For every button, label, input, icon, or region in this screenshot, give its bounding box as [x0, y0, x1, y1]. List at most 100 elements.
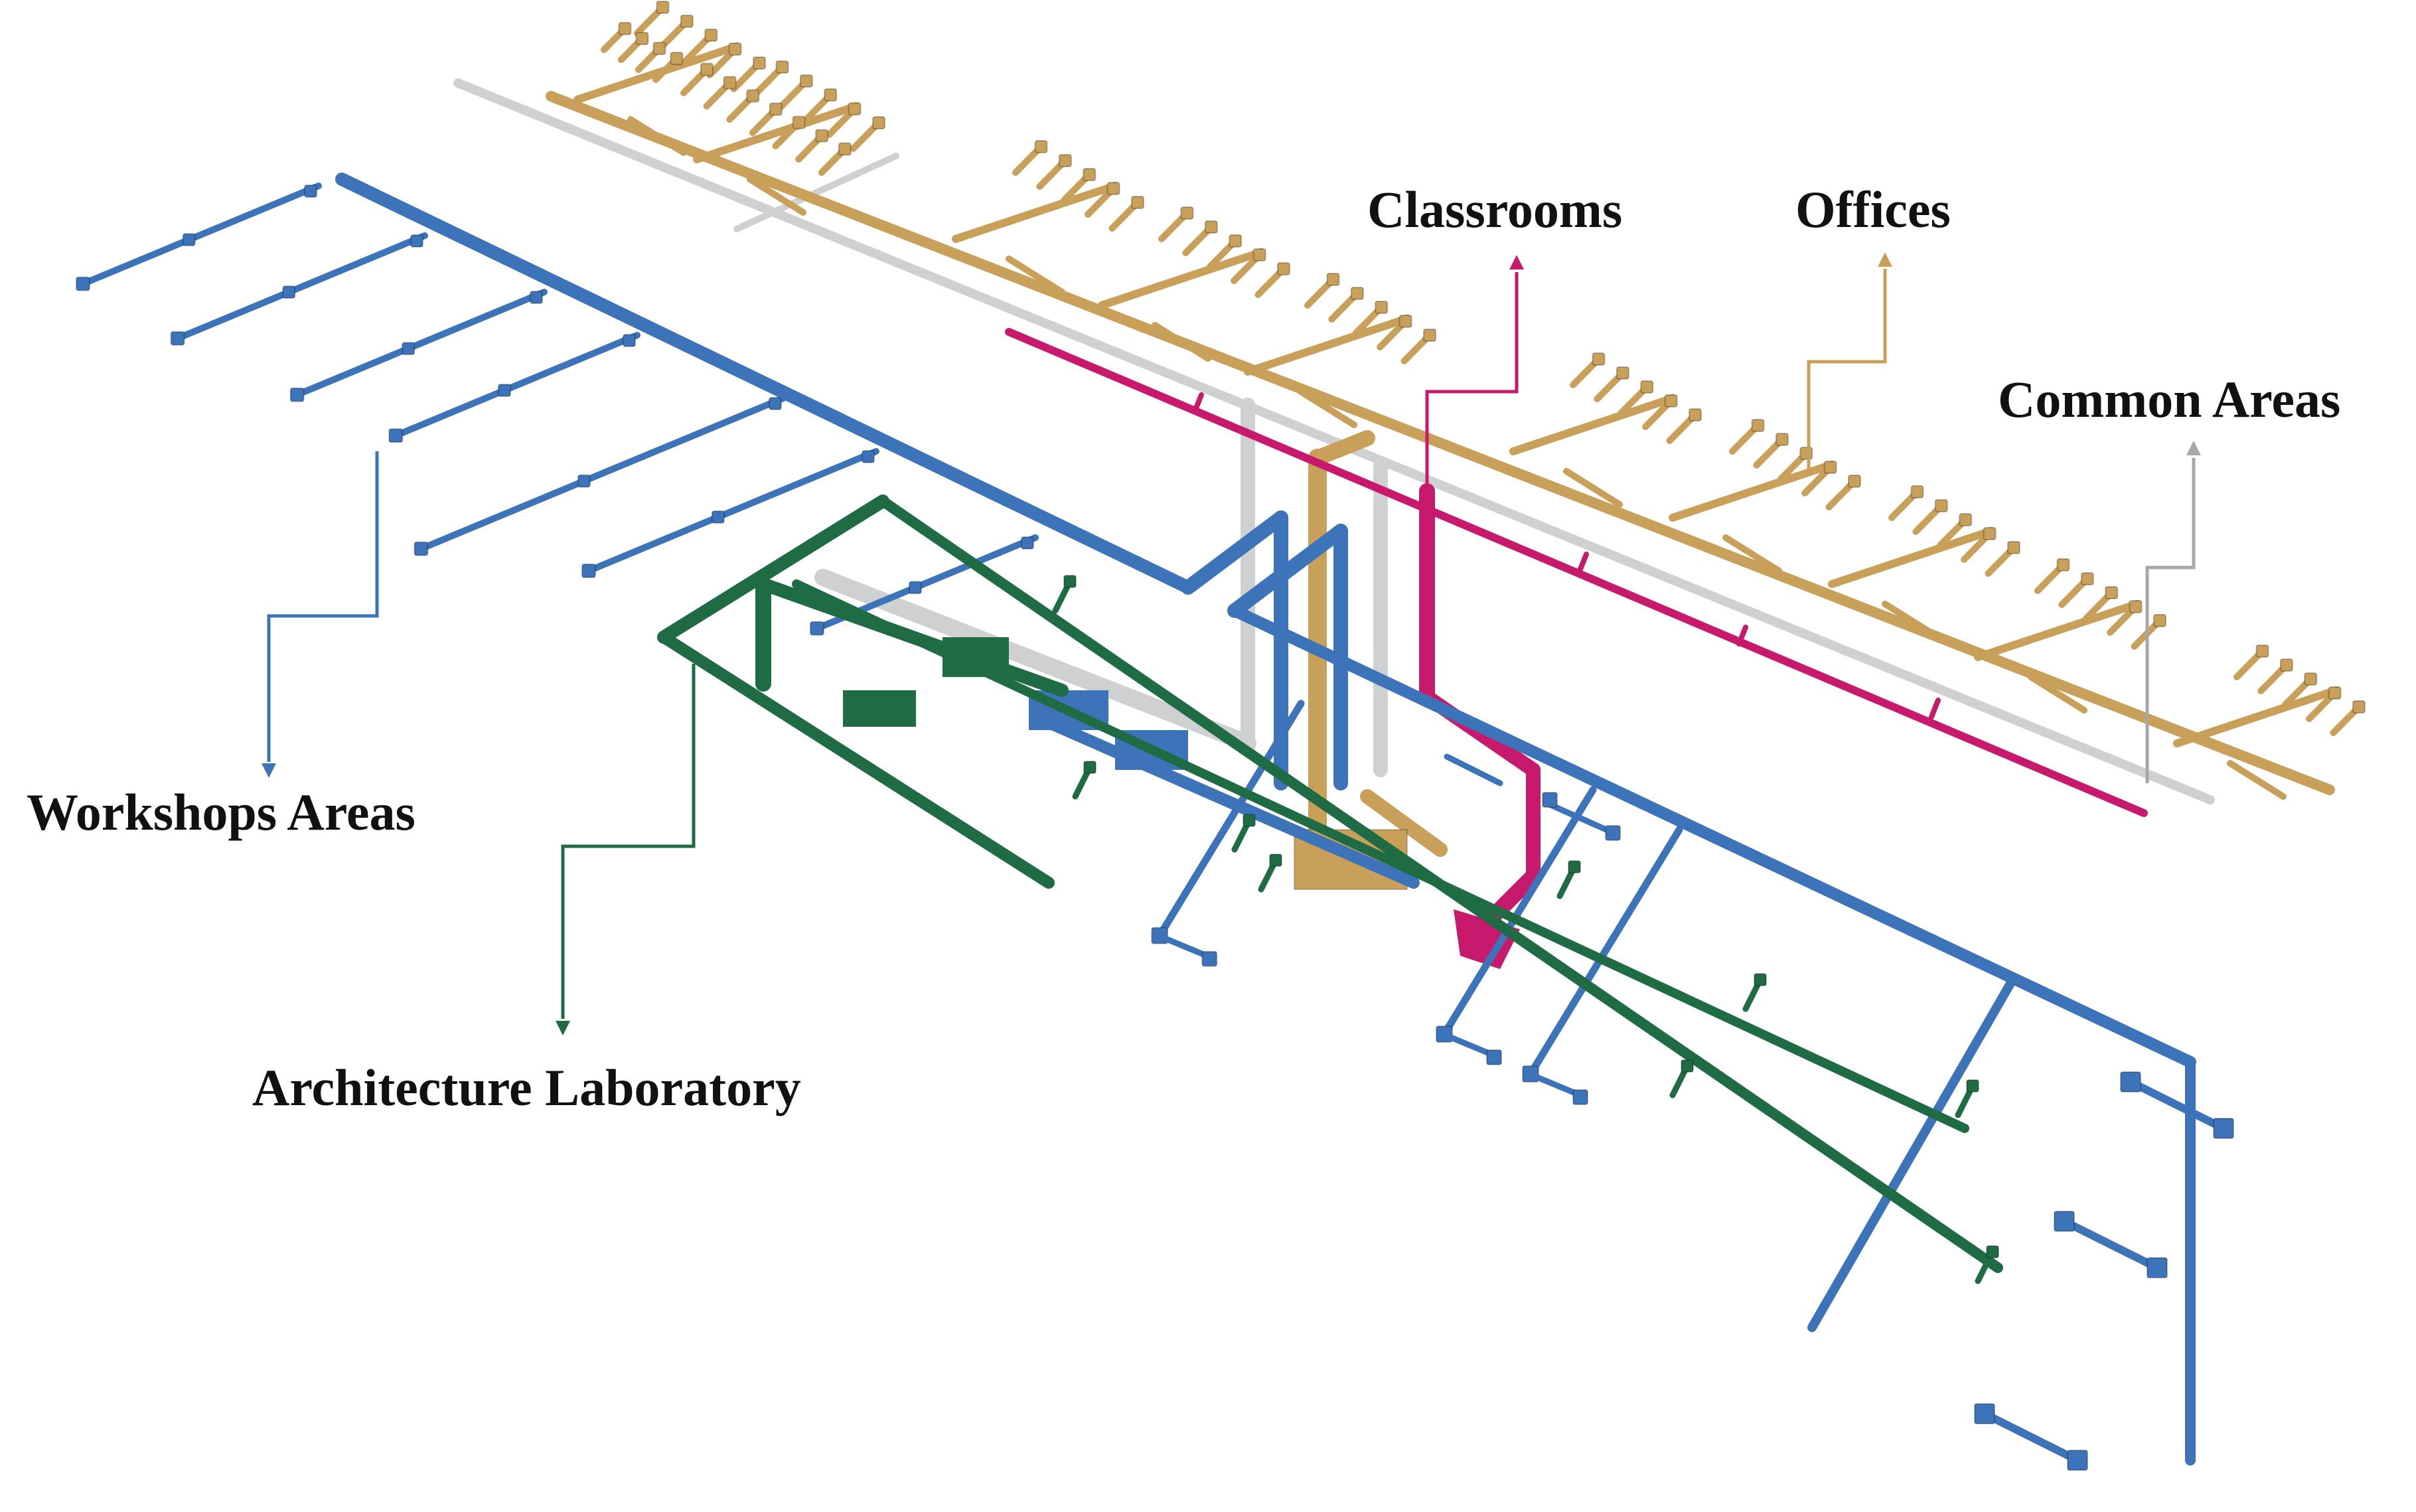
offices-stub: [1006, 256, 1065, 295]
classrooms-stub: [1192, 392, 1204, 414]
laboratory-diffuser: [1243, 814, 1256, 827]
offices-diffuser: [2056, 558, 2070, 571]
workshops-stub: [1444, 753, 1503, 787]
offices-diffuser: [618, 22, 632, 36]
offices-riser-base: [1360, 789, 1448, 857]
classrooms-stub: [1577, 552, 1589, 573]
offices-diffuser: [1083, 167, 1096, 181]
laboratory-diffuser: [1083, 761, 1096, 774]
offices-diffuser: [2352, 700, 2366, 714]
common-branch: [733, 153, 899, 232]
offices-cross-duct: [2173, 686, 2340, 747]
offices-stub: [2028, 674, 2087, 714]
offices-cross-duct: [1669, 461, 1836, 522]
workshops-diffuser: [711, 510, 725, 524]
offices-diffuser: [799, 74, 813, 88]
offices-stub: [1563, 468, 1623, 508]
laboratory-main-duct: [658, 631, 1055, 889]
laboratory-stub: [1975, 1251, 1995, 1284]
offices-diffuser: [848, 102, 862, 115]
offices-diffuser: [2279, 658, 2293, 672]
workshops-branch: [1527, 826, 1683, 1078]
workshops-diffuser: [497, 384, 511, 398]
offices-diffuser: [824, 88, 838, 102]
laboratory-stub: [1258, 860, 1278, 893]
workshops-duct: [1227, 524, 1348, 618]
offices-diffuser: [792, 115, 806, 129]
workshops-diffuser: [530, 291, 543, 304]
offices-cross-duct: [1828, 527, 1995, 588]
workshops-stub: [1448, 1034, 1494, 1057]
offices-diffuser: [1592, 352, 1606, 366]
offices-diffuser: [871, 115, 885, 129]
offices-diffuser: [700, 62, 714, 76]
offices-diffuser: [635, 32, 649, 46]
leader-offices: [1807, 269, 1887, 475]
offices-cross-duct: [693, 102, 860, 163]
workshops-branch: [293, 289, 548, 398]
laboratory-stub: [1556, 866, 1576, 899]
offices-diffuser: [1180, 206, 1194, 220]
arrowhead-architecture-laboratory: [556, 1021, 570, 1035]
laboratory-stub: [1052, 581, 1072, 614]
offices-diffuser: [769, 102, 783, 116]
offices-diffuser: [1775, 432, 1789, 446]
offices-diffuser: [746, 89, 760, 103]
offices-diffuser: [1640, 380, 1654, 394]
laboratory-stub: [1072, 767, 1092, 800]
offices-cross-duct: [1244, 315, 1411, 376]
offices-diffuser: [2129, 599, 2143, 613]
offices-diffuser: [1847, 474, 1861, 488]
offices-diffuser: [838, 142, 852, 156]
workshops-diffuser: [410, 234, 423, 248]
offices-diffuser: [1350, 286, 1364, 300]
offices-diffuser: [1616, 366, 1629, 380]
offices-diffuser: [775, 60, 789, 74]
offices-diffuser: [1058, 153, 1072, 167]
offices-diffuser: [1130, 195, 1144, 209]
laboratory-air-handling-unit: [943, 637, 1009, 677]
workshops-diffuser: [1486, 1049, 1502, 1065]
workshops-main-duct: [335, 173, 1195, 594]
offices-diffuser: [1276, 262, 1290, 275]
offices-diffuser: [1398, 314, 1412, 328]
offices-diffuser: [1106, 181, 1120, 195]
offices-diffuser: [2255, 644, 2269, 658]
label-leader-lines: [262, 252, 2201, 1035]
offices-diffuser: [2304, 672, 2318, 686]
arrowhead-offices: [1878, 252, 1892, 267]
offices-stub: [2227, 760, 2287, 800]
workshops-diffuser: [2054, 1211, 2075, 1232]
offices-cross-duct: [1974, 600, 2141, 661]
label-offices: Offices: [1795, 181, 1951, 238]
workshops-diffuser: [862, 450, 875, 463]
offices-diffuser: [1326, 272, 1340, 286]
workshops-diffuser: [2067, 1450, 2088, 1471]
label-workshops-areas: Workshops Areas: [27, 783, 415, 841]
offices-cross-duct: [573, 42, 741, 104]
offices-diffuser: [2080, 571, 2094, 585]
workshops-diffuser: [2147, 1257, 2168, 1278]
laboratory-duct: [757, 577, 1069, 697]
offices-riser-top: [1310, 430, 1375, 466]
arrowhead-workshops-areas: [262, 763, 276, 778]
workshops-diffuser: [2213, 1118, 2234, 1139]
leader-classrooms: [1425, 272, 1519, 498]
offices-diffuser: [704, 28, 718, 42]
offices-diffuser: [2152, 613, 2166, 627]
offices-stub: [1722, 534, 1782, 574]
laboratory-stub: [1742, 979, 1762, 1012]
workshops-diffuser: [289, 387, 305, 402]
offices-diffuser: [1983, 526, 1997, 540]
workshops-diffuser: [1201, 950, 1218, 967]
workshops-diffuser: [304, 185, 317, 198]
offices-diffuser: [1034, 139, 1048, 153]
laboratory-diffuser: [1568, 860, 1581, 873]
offices-main-duct: [546, 91, 2335, 795]
workshops-diffuser: [388, 428, 404, 443]
workshops-diffuser: [809, 621, 824, 636]
workshops-diffuser: [909, 581, 923, 595]
workshops-diffuser: [75, 276, 90, 291]
workshops-diffuser: [402, 342, 415, 356]
laboratory-stub: [1955, 1085, 1975, 1118]
